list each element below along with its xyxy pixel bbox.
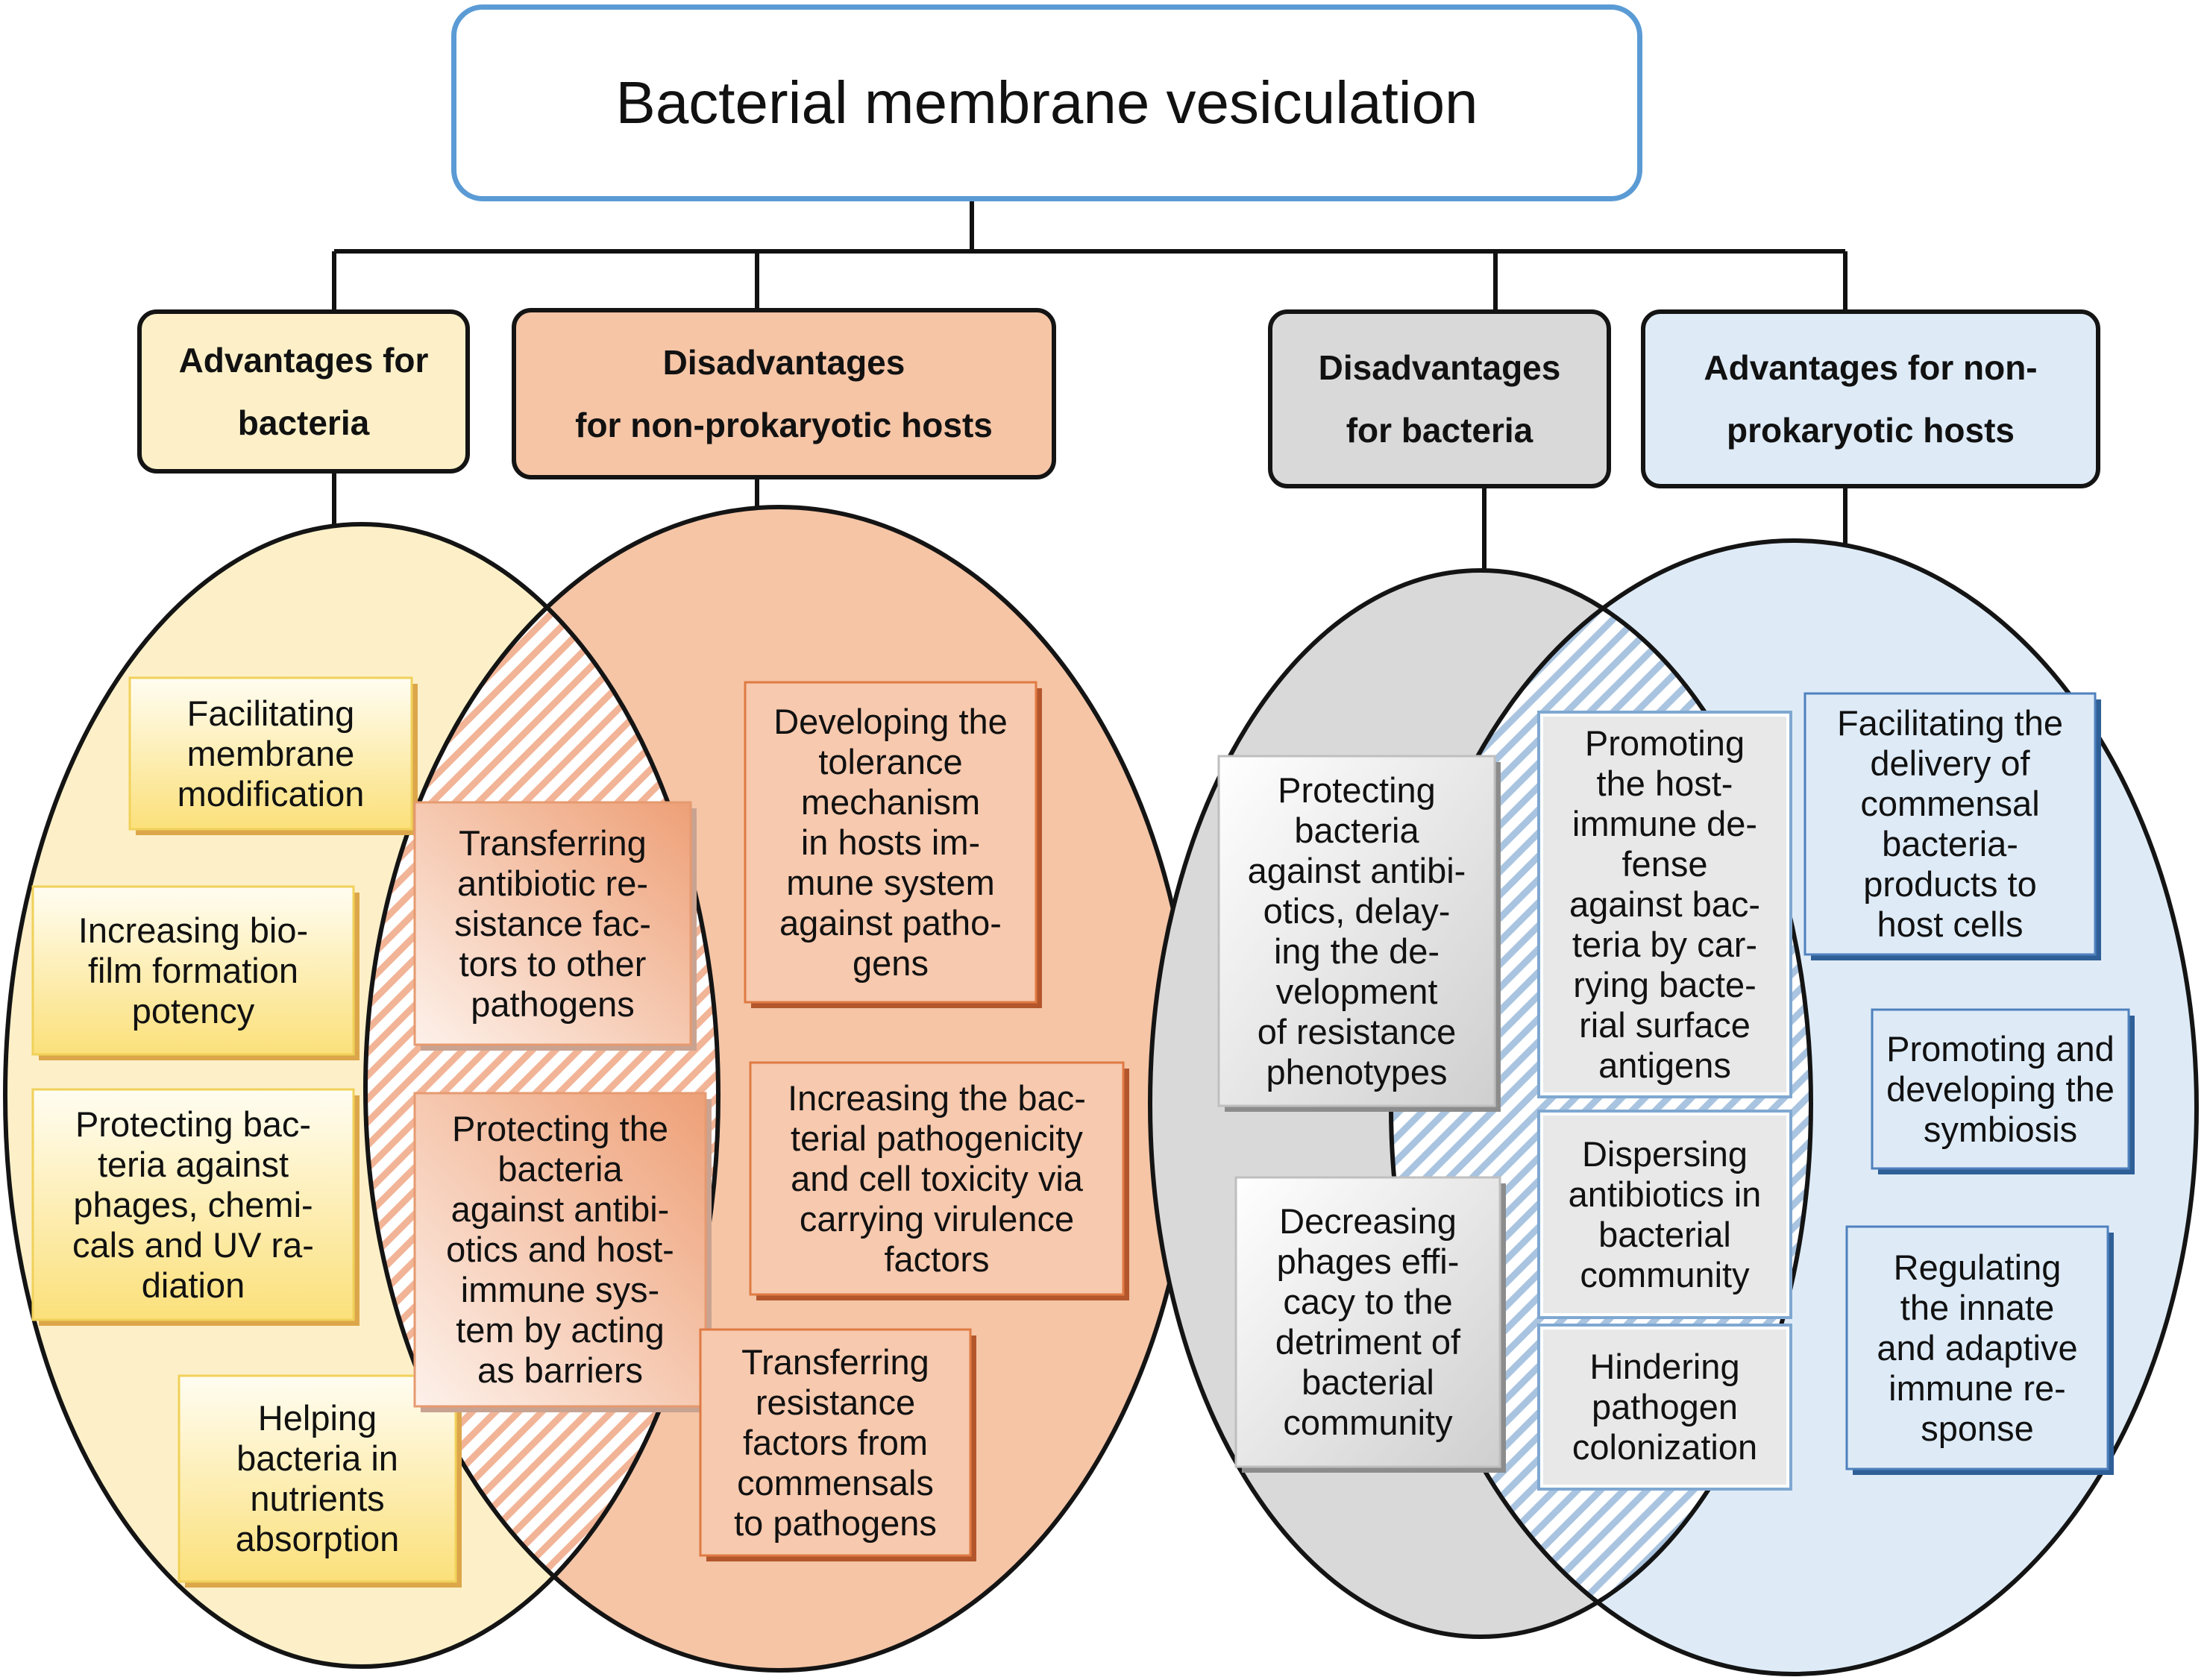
item-facilitating-membrane-modification: Facilitating membrane modification [177, 693, 365, 814]
item-promoting-host-immune-defense: Promoting the host- immune de- fense aga… [1569, 723, 1761, 1085]
diagram-title: Bacterial membrane vesiculation [451, 4, 1642, 201]
item-hindering-pathogen-colonization: Hindering pathogen colonization [1572, 1347, 1758, 1467]
item-promoting-symbiosis: Promoting and developing the symbiosis [1886, 1028, 2115, 1149]
item-regulating-immune-response: Regulating the innate and adaptive immun… [1877, 1247, 2078, 1448]
item-protecting-bacteria-against-antibiotics: Protecting bacteria against antibi- otic… [1247, 770, 1466, 1092]
item-protecting-against-phages: Protecting bac- teria against phages, ch… [72, 1104, 314, 1305]
right-item-boxes [1217, 692, 2135, 1491]
item-increasing-pathogenicity: Increasing the bac- terial pathogenicity… [788, 1077, 1086, 1279]
connector-lines [332, 200, 1847, 570]
category-disadvantages-bacteria: Disadvantages for bacteria [1268, 309, 1611, 488]
category-advantages-hosts: Advantages for non- prokaryotic hosts [1641, 309, 2100, 488]
item-helping-nutrient-absorption: Helping bacteria in nutrients absorption [235, 1398, 400, 1558]
item-facilitating-delivery-of-products: Facilitating the delivery of commensal b… [1836, 703, 2064, 944]
item-developing-tolerance-mechanism: Developing the tolerance mechanism in ho… [773, 701, 1008, 983]
item-protecting-as-barriers: Protecting the bacteria against antibi- … [446, 1109, 674, 1390]
item-dispersing-antibiotics: Dispersing antibiotics in bacterial comm… [1568, 1133, 1762, 1294]
item-increasing-biofilm-formation: Increasing bio- film formation potency [78, 910, 309, 1031]
left-item-boxes [31, 676, 1129, 1588]
item-decreasing-phages-efficacy: Decreasing phages effi- cacy to the detr… [1275, 1201, 1461, 1442]
category-disadvantages-hosts: Disadvantages for non-prokaryotic hosts [512, 308, 1056, 479]
item-transferring-antibiotic-resistance: Transferring antibiotic re- sistance fac… [454, 822, 651, 1024]
item-transferring-resistance-factors: Transferring resistance factors from com… [734, 1341, 937, 1543]
category-advantages-bacteria: Advantages for bacteria [137, 309, 470, 474]
